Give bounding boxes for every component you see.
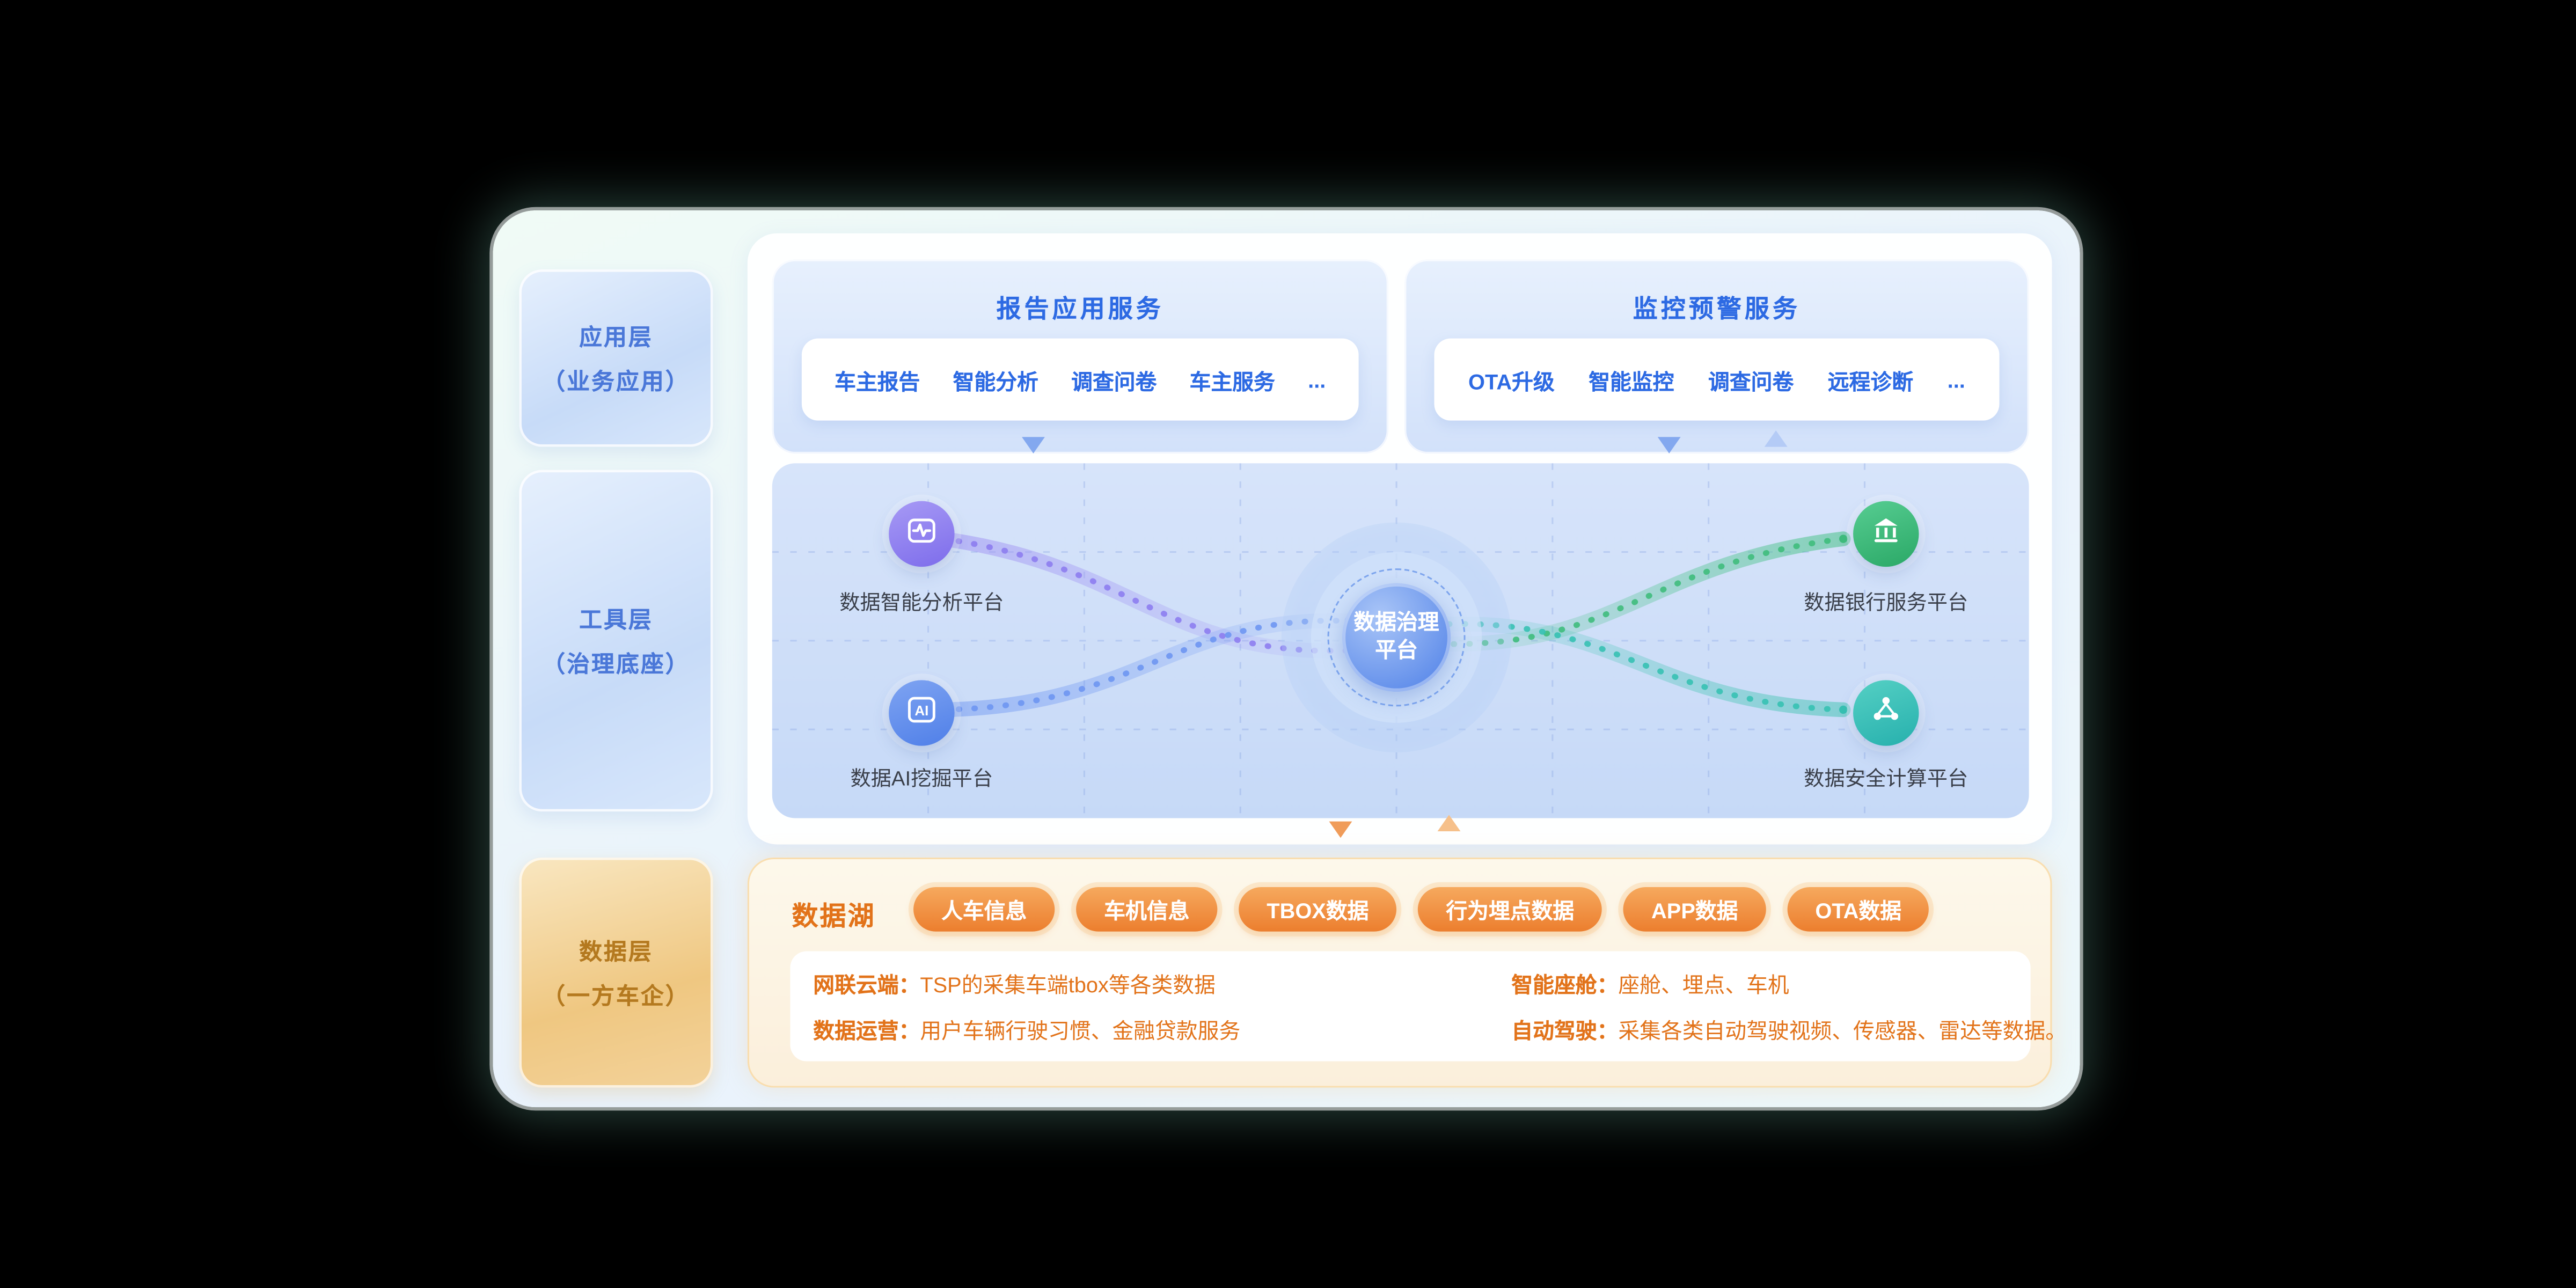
details-left-column: 网联云端：TSP的采集车端tbox等各类数据 数据运营：用户车辆行驶习惯、金融贷… [813, 968, 1511, 1045]
detail-line: 网联云端：TSP的采集车端tbox等各类数据 [813, 968, 1511, 999]
pulse-icon [905, 514, 938, 555]
node-data-bank [1853, 501, 1919, 567]
data-lake-title: 数据湖 [792, 903, 876, 932]
report-service-panel: 报告应用服务 车主报告 智能分析 调查问卷 车主服务 ... [772, 259, 1388, 453]
service-item: 车主服务 [1189, 369, 1275, 394]
service-item: ... [1947, 367, 1965, 392]
monitor-service-bar: OTA升级 智能监控 调查问卷 远程诊断 ... [1434, 338, 2000, 421]
detail-label: 自动驾驶： [1511, 1018, 1619, 1043]
service-item: 调查问卷 [1708, 369, 1794, 394]
layer-subtitle: （业务应用） [542, 367, 690, 394]
service-item: 远程诊断 [1827, 369, 1914, 394]
bank-icon [1870, 514, 1902, 555]
architecture-panel: 应用层 （业务应用） 工具层 （治理底座） 数据层 （一方车企） 报告应用服务 … [493, 210, 2080, 1108]
layer-box-tool: 工具层 （治理底座） [519, 470, 713, 812]
center-dashed-ring [1327, 568, 1466, 707]
down-arrow-icon [1657, 437, 1681, 453]
details-right-column: 智能座舱：座舱、埋点、车机 自动驾驶：采集各类自动驾驶视频、传感器、雷达等数据。 [1511, 968, 2067, 1045]
detail-text: 采集各类自动驾驶视频、传感器、雷达等数据。 [1618, 1018, 2067, 1043]
service-item: 调查问卷 [1071, 369, 1157, 394]
center-label-line2: 平台 [1375, 637, 1418, 662]
service-item: 智能分析 [953, 369, 1038, 394]
detail-text: 用户车辆行驶习惯、金融贷款服务 [920, 1018, 1241, 1043]
layer-box-application: 应用层 （业务应用） [519, 269, 713, 447]
service-item: 智能监控 [1589, 369, 1674, 394]
detail-text: TSP的采集车端tbox等各类数据 [920, 972, 1216, 998]
services-and-governance-panel: 报告应用服务 车主报告 智能分析 调查问卷 车主服务 ... 监控预警服务 OT… [747, 233, 2052, 845]
service-item: ... [1308, 367, 1326, 392]
svg-text:AI: AI [914, 702, 928, 718]
node-label: 数据银行服务平台 [1804, 591, 1968, 614]
ai-icon: AI [905, 692, 938, 734]
data-lake-panel: 数据湖 人车信息 车机信息 TBOX数据 行为埋点数据 APP数据 OTA数据 … [747, 857, 2067, 1088]
node-intelligent-analysis [889, 501, 955, 567]
down-arrow-icon [1329, 821, 1352, 838]
governance-platform-node: 数据治理 平台 [1342, 583, 1451, 692]
detail-label: 网联云端： [813, 972, 920, 998]
data-tag: APP数据 [1623, 887, 1766, 932]
node-ai-mining: AI [889, 680, 955, 746]
node-label: 数据安全计算平台 [1804, 767, 1968, 791]
node-label: 数据AI挖掘平台 [850, 767, 993, 791]
data-tag: 车机信息 [1076, 887, 1218, 932]
node-secure-computing [1853, 680, 1919, 746]
layer-title: 应用层 [579, 323, 653, 349]
detail-text: 座舱、埋点、车机 [1618, 972, 1789, 998]
report-service-bar: 车主报告 智能分析 调查问卷 车主服务 ... [801, 338, 1359, 421]
service-item: 车主报告 [835, 369, 920, 394]
governance-grid-panel: 数据智能分析平台 AI 数据AI挖掘平台 数据银行服务平台 [772, 463, 2029, 818]
data-lake-details: 网联云端：TSP的采集车端tbox等各类数据 数据运营：用户车辆行驶习惯、金融贷… [790, 951, 2067, 1062]
data-tag: OTA数据 [1787, 887, 1930, 932]
data-tag: TBOX数据 [1239, 887, 1397, 932]
detail-line: 数据运营：用户车辆行驶习惯、金融贷款服务 [813, 1014, 1511, 1045]
layer-subtitle: （一方车企） [542, 982, 690, 1008]
data-lake-tags: 人车信息 车机信息 TBOX数据 行为埋点数据 APP数据 OTA数据 [913, 887, 1930, 932]
service-item: OTA升级 [1468, 369, 1555, 394]
detail-label: 数据运营： [813, 1018, 920, 1043]
detail-line: 自动驾驶：采集各类自动驾驶视频、传感器、雷达等数据。 [1511, 1014, 2067, 1045]
layer-box-data: 数据层 （一方车企） [519, 857, 713, 1088]
share-nodes-icon [1870, 692, 1902, 734]
layer-subtitle: （治理底座） [542, 649, 690, 676]
data-tag: 行为埋点数据 [1418, 887, 1602, 932]
report-service-title: 报告应用服务 [996, 296, 1164, 324]
layer-title: 数据层 [579, 937, 653, 964]
node-label: 数据智能分析平台 [839, 591, 1004, 614]
monitor-service-panel: 监控预警服务 OTA升级 智能监控 调查问卷 远程诊断 ... [1404, 259, 2029, 453]
detail-line: 智能座舱：座舱、埋点、车机 [1511, 968, 2067, 999]
down-arrow-icon [1022, 437, 1045, 453]
up-arrow-icon [1437, 815, 1461, 831]
layer-title: 工具层 [579, 605, 653, 632]
monitor-service-title: 监控预警服务 [1633, 296, 1801, 324]
up-arrow-icon [1764, 430, 1788, 447]
center-label-line1: 数据治理 [1353, 610, 1439, 634]
detail-label: 智能座舱： [1511, 972, 1619, 998]
data-tag: 人车信息 [913, 887, 1055, 932]
